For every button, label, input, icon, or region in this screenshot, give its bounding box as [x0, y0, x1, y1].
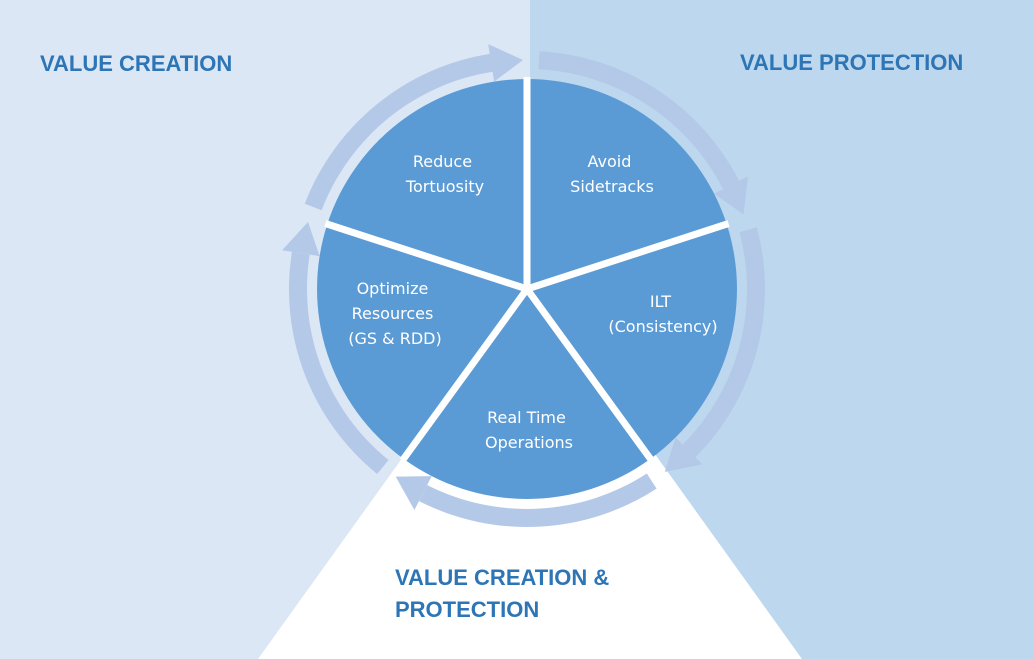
value-creation-protection-title: VALUE CREATION & PROTECTION [395, 565, 610, 622]
segment-divider [524, 286, 655, 463]
segment-reduce-tortuosity [527, 79, 727, 289]
segment-label-reduce-tortuosity: Reduce Tortuosity [405, 152, 484, 196]
ring-arc [538, 51, 740, 190]
ring-arc [682, 227, 766, 458]
segment-label-avoid-sidetracks: Avoid Sidetracks [570, 152, 654, 196]
ring-arc [288, 251, 389, 474]
segment-label-ilt-consistency: ILT (Consistency) [608, 292, 717, 336]
ring-arc [419, 473, 657, 527]
value-creation-title: VALUE CREATION [40, 51, 233, 76]
segment-label-optimize-resources: Optimize Resources (GS & RDD) [348, 279, 441, 348]
segment-ilt-consistency [403, 289, 651, 499]
segment-real-time-operations [317, 224, 527, 459]
ring-arrowhead [664, 437, 703, 472]
ring-arc [304, 53, 493, 211]
ring-arrowhead [282, 222, 320, 257]
value-protection-title: VALUE PROTECTION [740, 50, 964, 75]
segment-divider [399, 286, 530, 463]
segment-divider [324, 220, 529, 293]
segment-avoid-sidetracks [527, 224, 737, 459]
segment-divider [525, 220, 730, 293]
ring-arrowhead [714, 176, 748, 215]
segment-optimize-resources [327, 79, 527, 289]
cycle-segments [317, 77, 737, 499]
segment-label-real-time-operations: Real Time Operations [485, 408, 573, 452]
cycle-arrow-ring [282, 44, 766, 527]
ring-arrowhead [395, 476, 432, 510]
ring-arrowhead [488, 44, 523, 82]
